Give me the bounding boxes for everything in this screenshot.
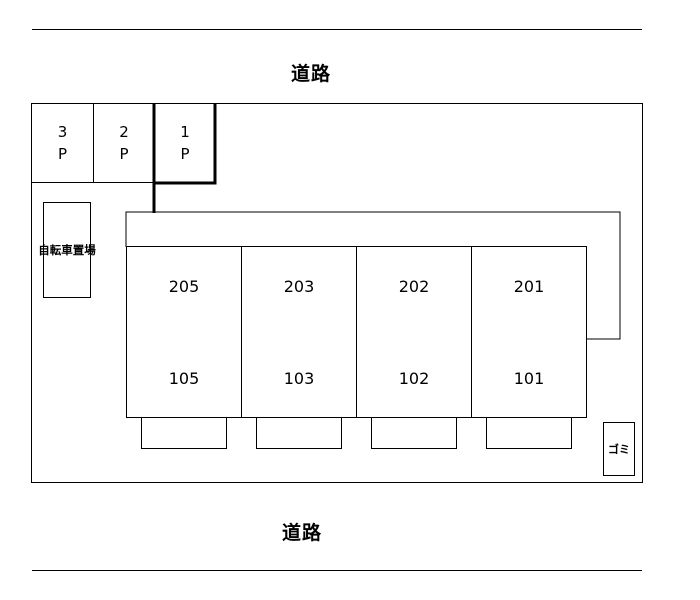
unit-lower-number: 101 [513,369,545,388]
parking-number: 1 [180,123,190,141]
unit-lower-number: 102 [398,369,430,388]
road-top-line [32,29,642,30]
road-bottom-line [32,570,642,571]
parking-space-1: 1 P [154,103,216,183]
parking-number: 2 [119,123,129,141]
balcony [486,417,572,449]
garbage-area: ゴミ [603,422,635,476]
bicycle-parking-label: 自転車置場 [38,243,96,257]
unit-upper-number: 202 [398,277,430,296]
unit-lower-number: 103 [283,369,315,388]
lot-boundary [31,103,643,483]
unit-lower-number: 105 [168,369,200,388]
parking-1-boundary [154,103,217,185]
balcony [256,417,342,449]
parking-unit: P [57,145,68,163]
unit-upper-number: 205 [168,277,200,296]
balcony [371,417,457,449]
parking-number: 3 [57,123,68,141]
unit-202-102: 202 102 [356,246,472,418]
corridor-outline [125,211,621,340]
road-bottom-label: 道路 [282,522,323,544]
balcony [141,417,227,449]
parking-unit: P [119,145,129,163]
unit-203-103: 203 103 [241,246,357,418]
parking-unit: P [180,145,190,163]
unit-upper-number: 203 [283,277,315,296]
unit-201-101: 201 101 [471,246,587,418]
unit-205-105: 205 105 [126,246,242,418]
road-top-label: 道路 [291,63,332,85]
unit-upper-number: 201 [513,277,545,296]
garbage-label: ゴミ [608,443,630,456]
bicycle-parking: 自転車置場 [38,202,96,298]
